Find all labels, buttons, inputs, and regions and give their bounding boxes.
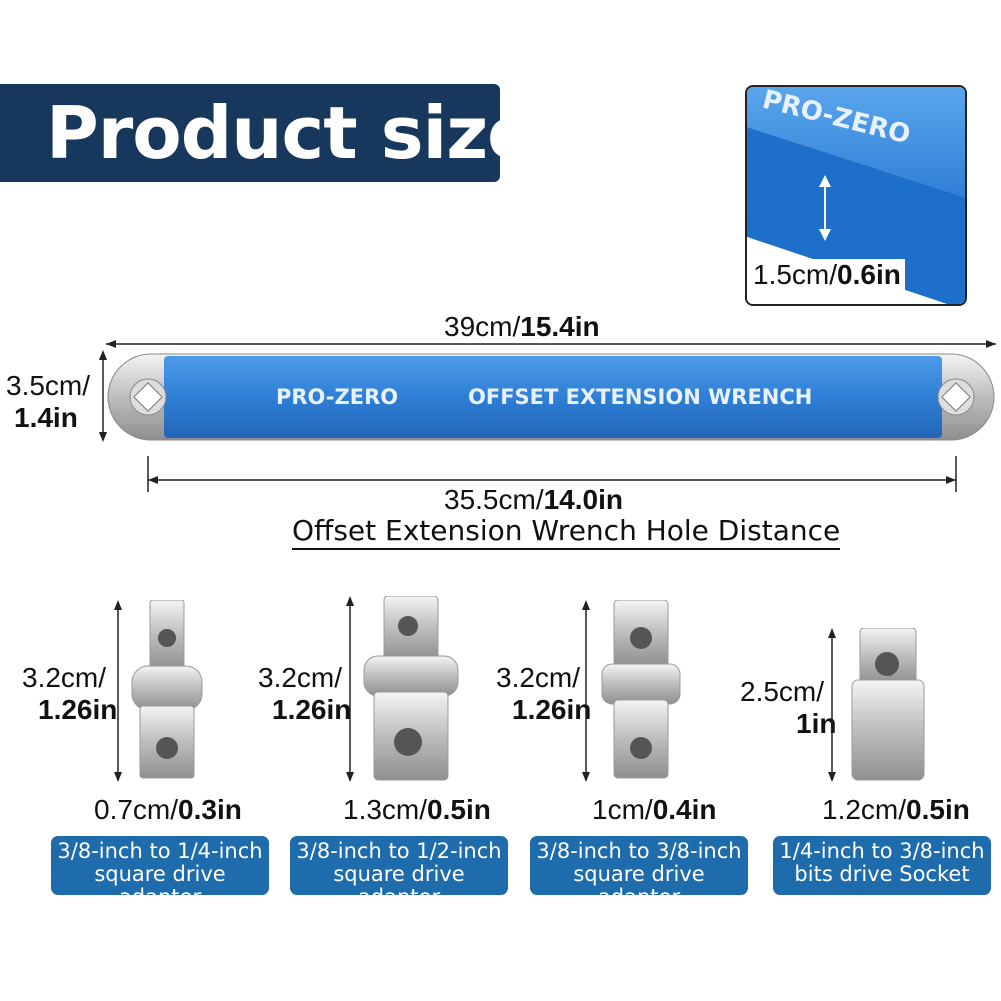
adapter-2-label-line1: 3/8-inch to 1/2-inch <box>296 839 502 863</box>
thickness-inset: PRO-ZERO 1.5cm/0.6in <box>745 85 967 306</box>
left-square-hole <box>129 378 167 416</box>
adapter-4-image <box>828 628 925 782</box>
adapter-4-label-line2: bits drive Socket <box>794 862 970 886</box>
page-title: Product size <box>46 91 536 175</box>
adapter-2-label: 3/8-inch to 1/2-inch square drive adapte… <box>290 836 508 909</box>
wrench-brand-text: PRO-ZERO <box>276 385 398 409</box>
adapter-2-label-line2: square drive adapter <box>333 862 465 909</box>
inset-thickness-label: 1.5cm/0.6in <box>753 259 905 291</box>
hole-distance-label: 35.5cm/14.0in <box>444 484 623 515</box>
wrench-width-cm: 3.5cm/ <box>6 370 91 401</box>
adapter-4-height-in: 1in <box>796 708 837 739</box>
wrench-dimension-lines <box>106 340 996 492</box>
adapter-1-height-cm: 3.2cm/ <box>22 662 107 693</box>
inset-wrench-illustration: PRO-ZERO <box>747 87 965 304</box>
adapter-3-height-cm: 3.2cm/ <box>496 662 581 693</box>
wrench-length-label: 39cm/15.4in <box>444 311 600 342</box>
adapter-4-label: 1/4-inch to 3/8-inch bits drive Socket <box>773 836 991 895</box>
adapter-3-height-in: 1.26in <box>512 694 592 725</box>
wrench-width-in: 1.4in <box>14 402 78 433</box>
adapter-2-image <box>346 596 459 782</box>
adapter-3-label: 3/8-inch to 3/8-inch square drive adapte… <box>530 836 748 909</box>
wrench-product-name: OFFSET EXTENSION WRENCH <box>468 385 812 409</box>
adapter-1-width: 0.7cm/0.3in <box>94 794 242 825</box>
adapter-3-label-line2: square drive adapter <box>573 862 705 909</box>
wrench-image: PRO-ZERO OFFSET EXTENSION WRENCH <box>107 353 995 441</box>
adapter-3-image <box>582 600 681 782</box>
adapter-4-height-cm: 2.5cm/ <box>740 676 825 707</box>
right-square-hole <box>937 378 975 416</box>
adapter-4-label-line1: 1/4-inch to 3/8-inch <box>779 839 985 863</box>
adapter-1-label-line2: square drive adapter <box>94 862 226 909</box>
adapter-1-image <box>114 600 203 782</box>
hole-distance-caption: Offset Extension Wrench Hole Distance <box>292 514 841 550</box>
adapter-2-height-cm: 3.2cm/ <box>258 662 343 693</box>
adapter-3-label-line1: 3/8-inch to 3/8-inch <box>536 839 742 863</box>
adapter-2-height-in: 1.26in <box>272 694 352 725</box>
width-arrow <box>99 350 107 442</box>
title-banner <box>0 84 500 182</box>
adapter-1-height-in: 1.26in <box>38 694 118 725</box>
adapter-4-width: 1.2cm/0.5in <box>822 794 970 825</box>
adapter-2-width: 1.3cm/0.5in <box>343 794 491 825</box>
adapter-1-label-line1: 3/8-inch to 1/4-inch <box>57 839 263 863</box>
adapter-3-width: 1cm/0.4in <box>592 794 717 825</box>
adapter-1-label: 3/8-inch to 1/4-inch square drive adapte… <box>51 836 269 909</box>
